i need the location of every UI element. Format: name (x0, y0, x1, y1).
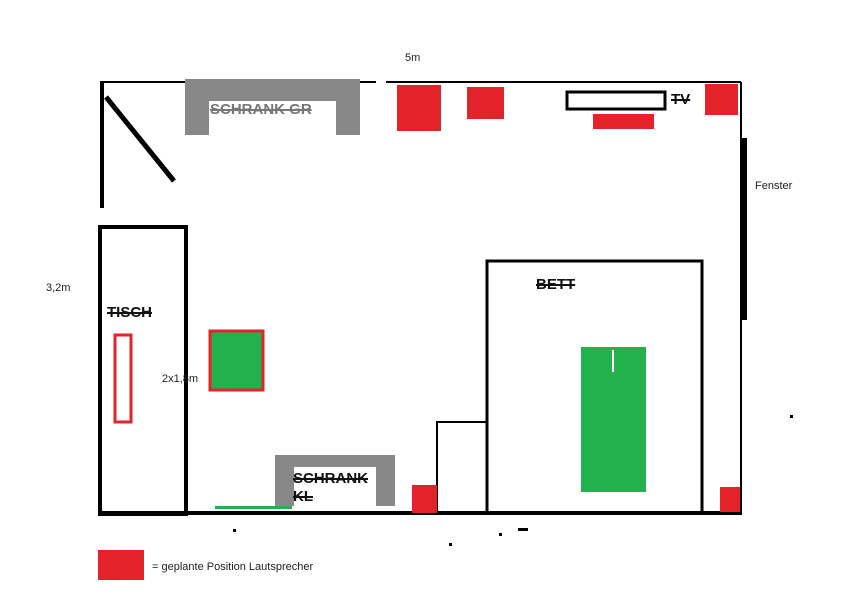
wardrobe-large (185, 79, 360, 135)
mark-2 (518, 528, 528, 531)
rug (208, 329, 265, 392)
wardrobe-large-label: SCHRANK GR (210, 101, 312, 118)
mark-5 (499, 533, 502, 536)
desk (98, 225, 188, 516)
desk-label: TISCH (107, 304, 152, 321)
mark-1 (790, 415, 793, 418)
mark-3 (233, 529, 236, 532)
tv (565, 90, 667, 111)
rug-size-label: 2x1,8m (162, 373, 199, 385)
width-label: 5m (405, 52, 421, 64)
tv-label: TV (671, 91, 691, 108)
speaker-top-middle (467, 87, 504, 119)
nightstand (436, 421, 488, 514)
legend-text: = geplante Position Lautsprecher (152, 561, 314, 573)
legend-swatch (98, 550, 144, 580)
desk-speaker-outline (113, 333, 133, 424)
wardrobe-small-label-1: SCHRANK (293, 470, 368, 487)
speaker-top-right (705, 84, 738, 115)
green-strip (215, 506, 292, 509)
speaker-bottom-right (720, 487, 740, 512)
wardrobe-small-label-2: KL (293, 488, 313, 505)
mark-4 (449, 543, 452, 546)
bed (485, 259, 704, 515)
bed-label: BETT (536, 276, 576, 293)
tv-speaker-bar (593, 114, 654, 129)
height-label: 3,2m (46, 282, 71, 294)
window-label: Fenster (755, 180, 793, 192)
speaker-top-left (397, 85, 441, 131)
wardrobe-small (275, 455, 395, 506)
door-swing (104, 95, 176, 183)
speaker-bottom-middle (412, 485, 437, 513)
